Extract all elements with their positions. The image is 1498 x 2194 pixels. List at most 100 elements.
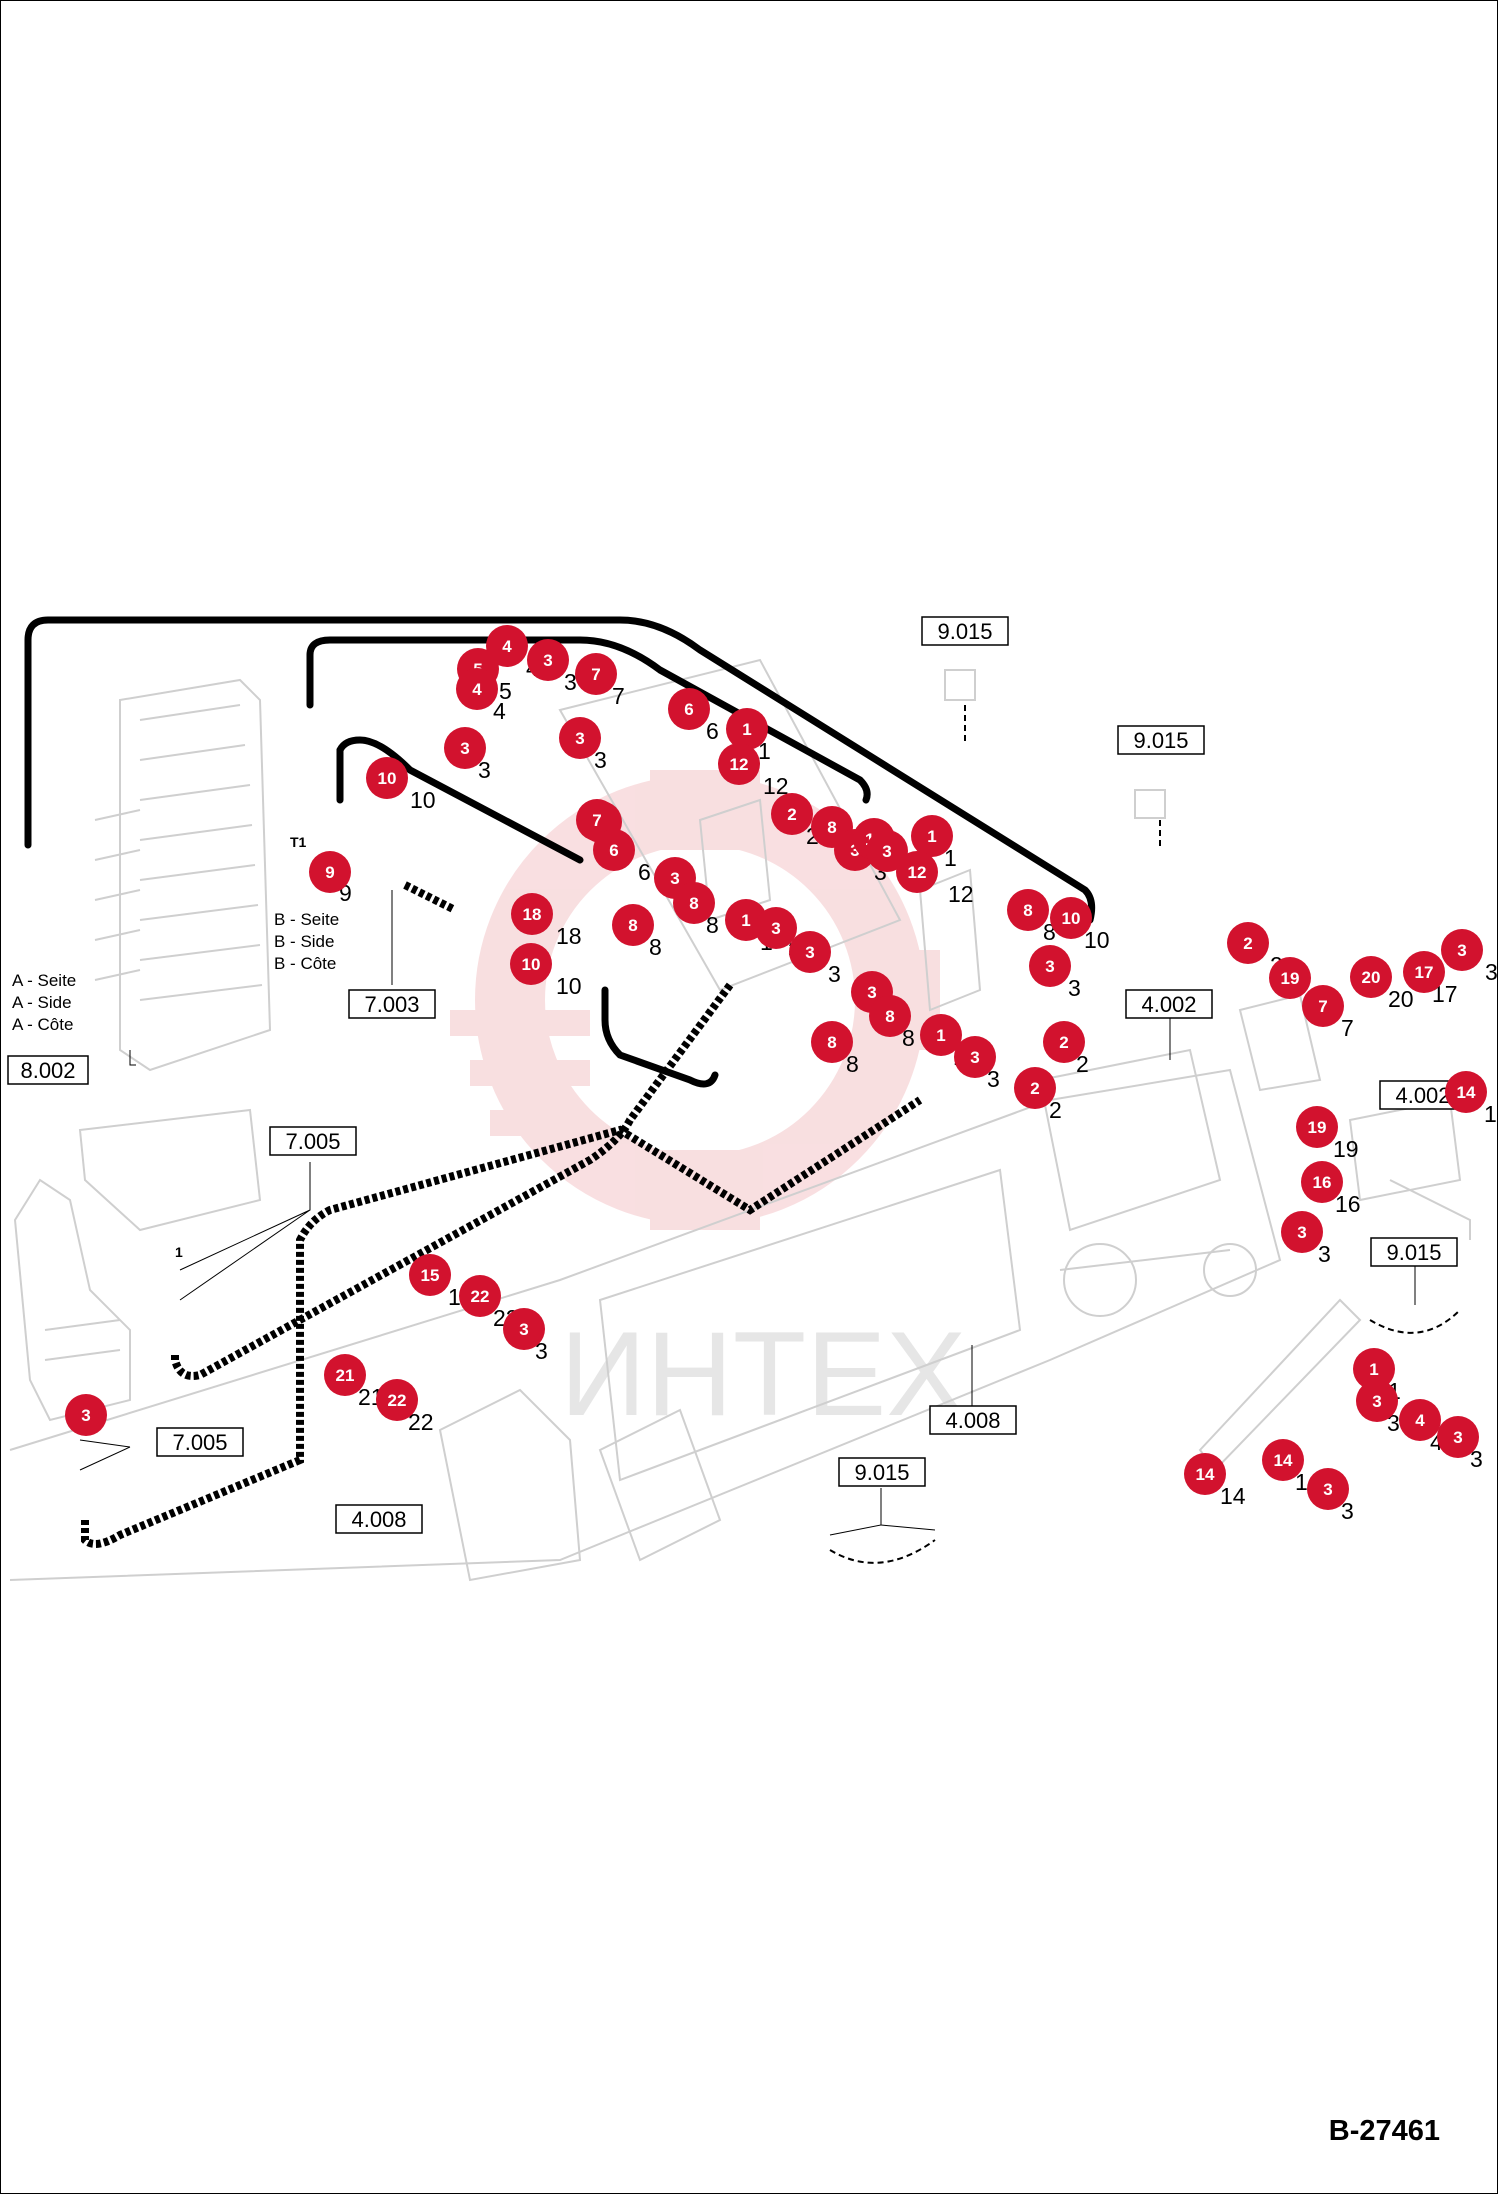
callout-8[interactable]: 88 bbox=[1007, 889, 1056, 945]
callout-balloon bbox=[1014, 1067, 1056, 1109]
callout-balloon bbox=[444, 727, 486, 769]
callout-1[interactable]: 11 bbox=[726, 708, 771, 764]
ref-box-7005-a[interactable]: 7.005 bbox=[269, 1126, 357, 1156]
part-number: 3 bbox=[987, 1066, 1000, 1092]
ref-box-7005-b[interactable]: 7.005 bbox=[156, 1427, 244, 1457]
callout-8[interactable]: 88 bbox=[869, 995, 915, 1051]
callout-7[interactable]: 77 bbox=[575, 653, 625, 709]
callout-2[interactable]: 22 bbox=[771, 793, 819, 849]
callout-8[interactable]: 88 bbox=[811, 1021, 859, 1077]
part-number: 6 bbox=[706, 718, 719, 744]
ref-box-9015-d[interactable]: 9.015 bbox=[838, 1457, 926, 1487]
callout-label: 12 bbox=[908, 863, 927, 882]
callout-label: 19 bbox=[1308, 1118, 1327, 1137]
callout-3[interactable]: 3 bbox=[65, 1394, 107, 1436]
part-number: 5 bbox=[499, 678, 512, 704]
ref-box-4008-a[interactable]: 4.008 bbox=[929, 1405, 1017, 1435]
hose-upper-long bbox=[24, 616, 1096, 924]
callout-6[interactable]: 66 bbox=[593, 829, 651, 885]
callout-balloon bbox=[755, 907, 797, 949]
callout-8[interactable]: 88 bbox=[612, 904, 662, 960]
hose-upper-mid bbox=[306, 636, 871, 804]
callout-3[interactable]: 33 bbox=[1441, 929, 1498, 985]
callout-balloon bbox=[1350, 956, 1392, 998]
callout-label: 3 bbox=[970, 1048, 979, 1067]
part-number: 3 bbox=[564, 669, 577, 695]
callout-balloon bbox=[1437, 1416, 1479, 1458]
side-label-b-side: B - Side bbox=[274, 932, 334, 951]
callout-2[interactable]: 22 bbox=[1043, 1021, 1089, 1077]
ref-box-8002[interactable]: 8.002 bbox=[7, 1055, 89, 1085]
part-number: 3 bbox=[1470, 1446, 1483, 1472]
callout-balloon bbox=[65, 1394, 107, 1436]
ref-box-4002-a[interactable]: 4.002 bbox=[1125, 989, 1213, 1019]
callout-9[interactable]: 99 bbox=[309, 851, 352, 906]
callout-2[interactable]: 22 bbox=[1014, 1067, 1062, 1123]
callout-label: 14 bbox=[1457, 1083, 1476, 1102]
callout-balloon bbox=[1007, 889, 1049, 931]
callout-3[interactable]: 33 bbox=[527, 639, 577, 695]
callout-3[interactable]: 33 bbox=[444, 727, 491, 783]
callout-3[interactable]: 33 bbox=[1281, 1211, 1331, 1267]
ref-box-4008-b[interactable]: 4.008 bbox=[335, 1504, 423, 1534]
callout-3[interactable]: 33 bbox=[559, 717, 607, 773]
callout-3[interactable]: 33 bbox=[1437, 1416, 1483, 1472]
part-number: 16 bbox=[1335, 1191, 1361, 1217]
callout-balloon bbox=[510, 943, 552, 985]
callout-4[interactable]: 44 bbox=[1399, 1399, 1443, 1455]
callout-balloon bbox=[954, 1036, 996, 1078]
part-number: 10 bbox=[410, 787, 436, 813]
ref-box-9015-c[interactable]: 9.015 bbox=[1370, 1237, 1458, 1267]
callout-label: 21 bbox=[336, 1366, 355, 1385]
ref-box-7003[interactable]: 7.003 bbox=[348, 989, 436, 1019]
callout-6[interactable]: 66 bbox=[668, 688, 719, 744]
callout-3[interactable]: 33 bbox=[503, 1308, 548, 1364]
callout-label: 8 bbox=[628, 916, 637, 935]
callout-balloon bbox=[1302, 985, 1344, 1027]
side-labels: A - Seite A - Side A - Côte B - Seite B … bbox=[12, 834, 339, 1260]
callout-4[interactable]: 44 bbox=[456, 668, 506, 724]
callout-balloon bbox=[1227, 922, 1269, 964]
callout-3[interactable]: 33 bbox=[1356, 1380, 1400, 1436]
callout-1[interactable]: 11 bbox=[911, 815, 957, 871]
part-number: 3 bbox=[1485, 959, 1498, 985]
callout-3[interactable]: 33 bbox=[1307, 1468, 1354, 1524]
callout-balloon bbox=[673, 882, 715, 924]
part-number: 3 bbox=[594, 747, 607, 773]
hose-center bbox=[601, 986, 719, 1088]
callout-7[interactable]: 77 bbox=[1302, 985, 1354, 1041]
callout-label: 18 bbox=[523, 905, 542, 924]
ref-box-9015-a[interactable]: 9.015 bbox=[921, 616, 1009, 646]
callout-3[interactable]: 33 bbox=[954, 1036, 1000, 1092]
part-number: 10 bbox=[1084, 927, 1110, 953]
callout-label: 3 bbox=[1457, 941, 1466, 960]
part-number: 3 bbox=[1341, 1498, 1354, 1524]
callout-label: 7 bbox=[591, 665, 600, 684]
ref-box-9015-b[interactable]: 9.015 bbox=[1117, 725, 1205, 755]
callout-label: 22 bbox=[471, 1287, 490, 1306]
callout-8[interactable]: 88 bbox=[673, 882, 719, 938]
callout-balloon bbox=[324, 1354, 366, 1396]
callout-3[interactable]: 33 bbox=[789, 931, 841, 987]
callout-3[interactable]: 33 bbox=[1029, 945, 1081, 1001]
callout-balloon bbox=[486, 625, 528, 667]
svg-text:9.015: 9.015 bbox=[937, 619, 992, 644]
callout-label: 3 bbox=[460, 739, 469, 758]
part-number: 8 bbox=[902, 1025, 915, 1051]
callout-balloon bbox=[1441, 929, 1483, 971]
